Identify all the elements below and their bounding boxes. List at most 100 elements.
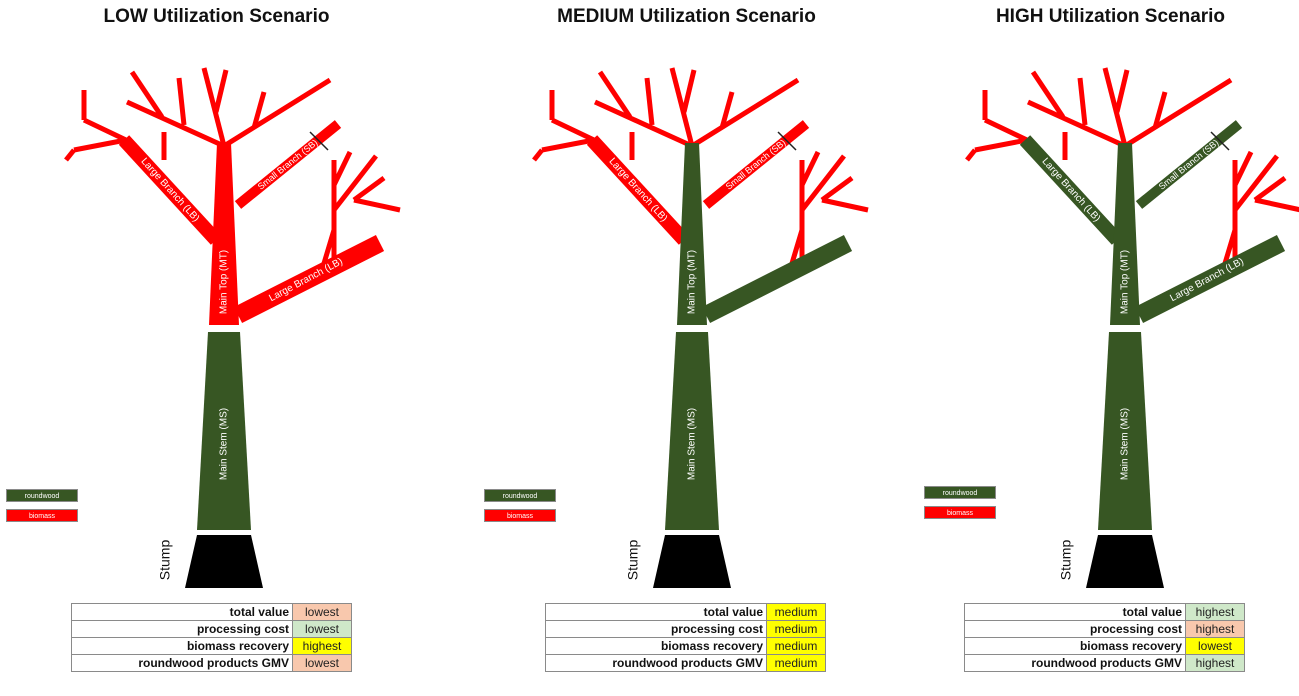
row-label: biomass recovery [71,637,293,655]
right-twig [1233,154,1279,212]
summary-table: total value highest processing cost high… [964,603,1245,672]
crown-branch [593,99,694,149]
right-twig [331,150,353,187]
small-branch-twig [309,131,329,151]
row-label: roundwood products GMV [964,654,1186,672]
legend-biomass: biomass [484,509,556,522]
component-label: Main Top (MT) [687,250,698,314]
crown-twig [1030,70,1066,119]
component-label: Small Branch (SB) [256,137,320,191]
crown-twig [213,69,229,113]
legend-biomass: biomass [6,509,78,522]
large-branch-right [1134,234,1286,324]
crown-branch [1102,67,1128,147]
table-row: total value lowest [71,603,352,621]
scenario-low-panel: LOW Utilization Scenario Large Branch (L… [0,0,433,696]
component-label: Main Stem (MS) [1120,408,1131,480]
row-value: highest [1185,654,1245,672]
table-row: processing cost lowest [71,620,352,638]
left-twig [983,117,1029,143]
left-twig [73,137,127,153]
table-row: processing cost highest [964,620,1245,638]
component-label: Main Top (MT) [1120,250,1131,314]
left-twig [64,148,76,162]
right-twig [332,154,378,212]
scenario-high-panel: HIGH Utilization Scenario Large Branch (… [914,0,1299,696]
tree-diagram: Large Branch (LB) Small Branch (SB) Large … [64,67,401,588]
table-row: total value medium [545,603,826,621]
row-label: total value [545,603,767,621]
table-row: biomass recovery lowest [964,637,1245,655]
right-twig [352,175,386,203]
component-label: Large Branch (LB) [138,156,201,224]
component-label: Main Top (MT) [219,250,230,314]
main-stem [197,332,251,530]
crown-branch [669,67,695,147]
row-value: medium [766,603,826,621]
main-stem [1098,332,1152,530]
table-row: processing cost medium [545,620,826,638]
crown-twig [251,91,267,129]
component-label: Large Branch (LB) [267,256,344,304]
crown-twig [1152,91,1168,129]
large-branch-right [701,234,853,324]
tree-diagram: Large Branch (LB) Small Branch (SB) Large … [965,67,1299,588]
right-twig [820,175,854,203]
row-label: roundwood products GMV [545,654,767,672]
large-branch-left [1019,135,1123,245]
row-label: processing cost [545,620,767,638]
component-label: Main Stem (MS) [219,408,230,480]
left-twig [965,148,977,162]
crown-twig [597,70,633,119]
main-top [677,143,707,325]
summary-table: total value medium processing cost mediu… [545,603,826,672]
crown-branch [1123,77,1233,149]
row-value: highest [1185,603,1245,621]
row-value: highest [1185,620,1245,638]
scenario-medium-panel: MEDIUM Utilization Scenario Large Branch… [470,0,903,696]
right-twig [353,197,401,213]
right-twig [1253,175,1287,203]
component-label: Main Stem (MS) [687,408,698,480]
table-row: roundwood products GMV highest [964,654,1245,672]
crown-twig [644,77,655,126]
row-value: lowest [1185,637,1245,655]
crown-twig [129,70,165,119]
small-branch [702,120,810,209]
table-row: biomass recovery medium [545,637,826,655]
crown-twig [176,77,187,126]
left-twig [541,137,595,153]
component-label: Large Branch (LB) [1039,156,1102,224]
legend-roundwood: roundwood [484,489,556,502]
row-label: processing cost [964,620,1186,638]
left-twig [82,117,128,143]
stump [1086,535,1164,588]
crown-twig [681,69,697,113]
small-branch [234,120,342,209]
small-branch [1135,120,1243,209]
right-twig [800,154,846,212]
table-row: roundwood products GMV medium [545,654,826,672]
row-value: highest [292,637,352,655]
row-label: processing cost [71,620,293,638]
right-twig [821,197,869,213]
crown-twig [719,91,735,129]
legend-roundwood: roundwood [924,486,996,499]
table-row: biomass recovery highest [71,637,352,655]
component-label: Large Branch (LB) [1168,256,1245,304]
stump [653,535,731,588]
table-row: total value highest [964,603,1245,621]
stump [185,535,263,588]
legend-roundwood: roundwood [6,489,78,502]
stump-label: Stump [625,540,641,581]
left-twig [532,148,544,162]
right-twig [1254,197,1299,213]
large-branch-left [586,135,690,245]
row-value: medium [766,654,826,672]
stump-label: Stump [157,540,173,581]
small-branch-twig [1210,131,1230,151]
row-value: medium [766,620,826,638]
crown-branch [1026,99,1127,149]
component-label: Small Branch (SB) [1157,137,1221,191]
left-twig [974,137,1028,153]
